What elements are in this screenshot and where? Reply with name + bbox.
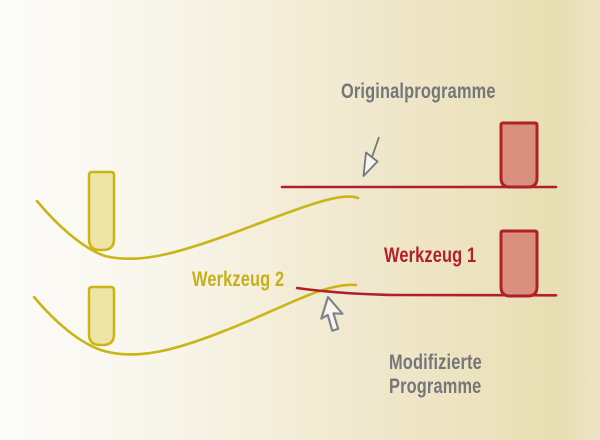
tool2-cutter-top [87,170,116,252]
label-modifizierte-programme: Modifizierte Programme [389,351,482,398]
label-modifizierte-line2: Programme [389,374,482,398]
cursor-arrow-icon [320,295,344,332]
label-werkzeug-1: Werkzeug 1 [384,244,477,267]
tool1-cutter-bottom [499,229,539,298]
modified-toolpath-bottom [32,283,358,356]
tool1-cutter-top [499,121,539,189]
annotation-arrow-stem [371,136,380,158]
label-modifizierte-line1: Modifizierte [389,351,482,374]
annotation-arrow-head [362,151,379,177]
tool2-cutter-bottom [87,285,116,347]
modified-toolpath-top [35,195,360,261]
annotation-arrow-icon [362,136,380,177]
label-werkzeug-2: Werkzeug 2 [192,268,285,291]
label-originalprogramme: Originalprogramme [341,80,496,103]
original-toolpath-bottom [295,286,558,297]
